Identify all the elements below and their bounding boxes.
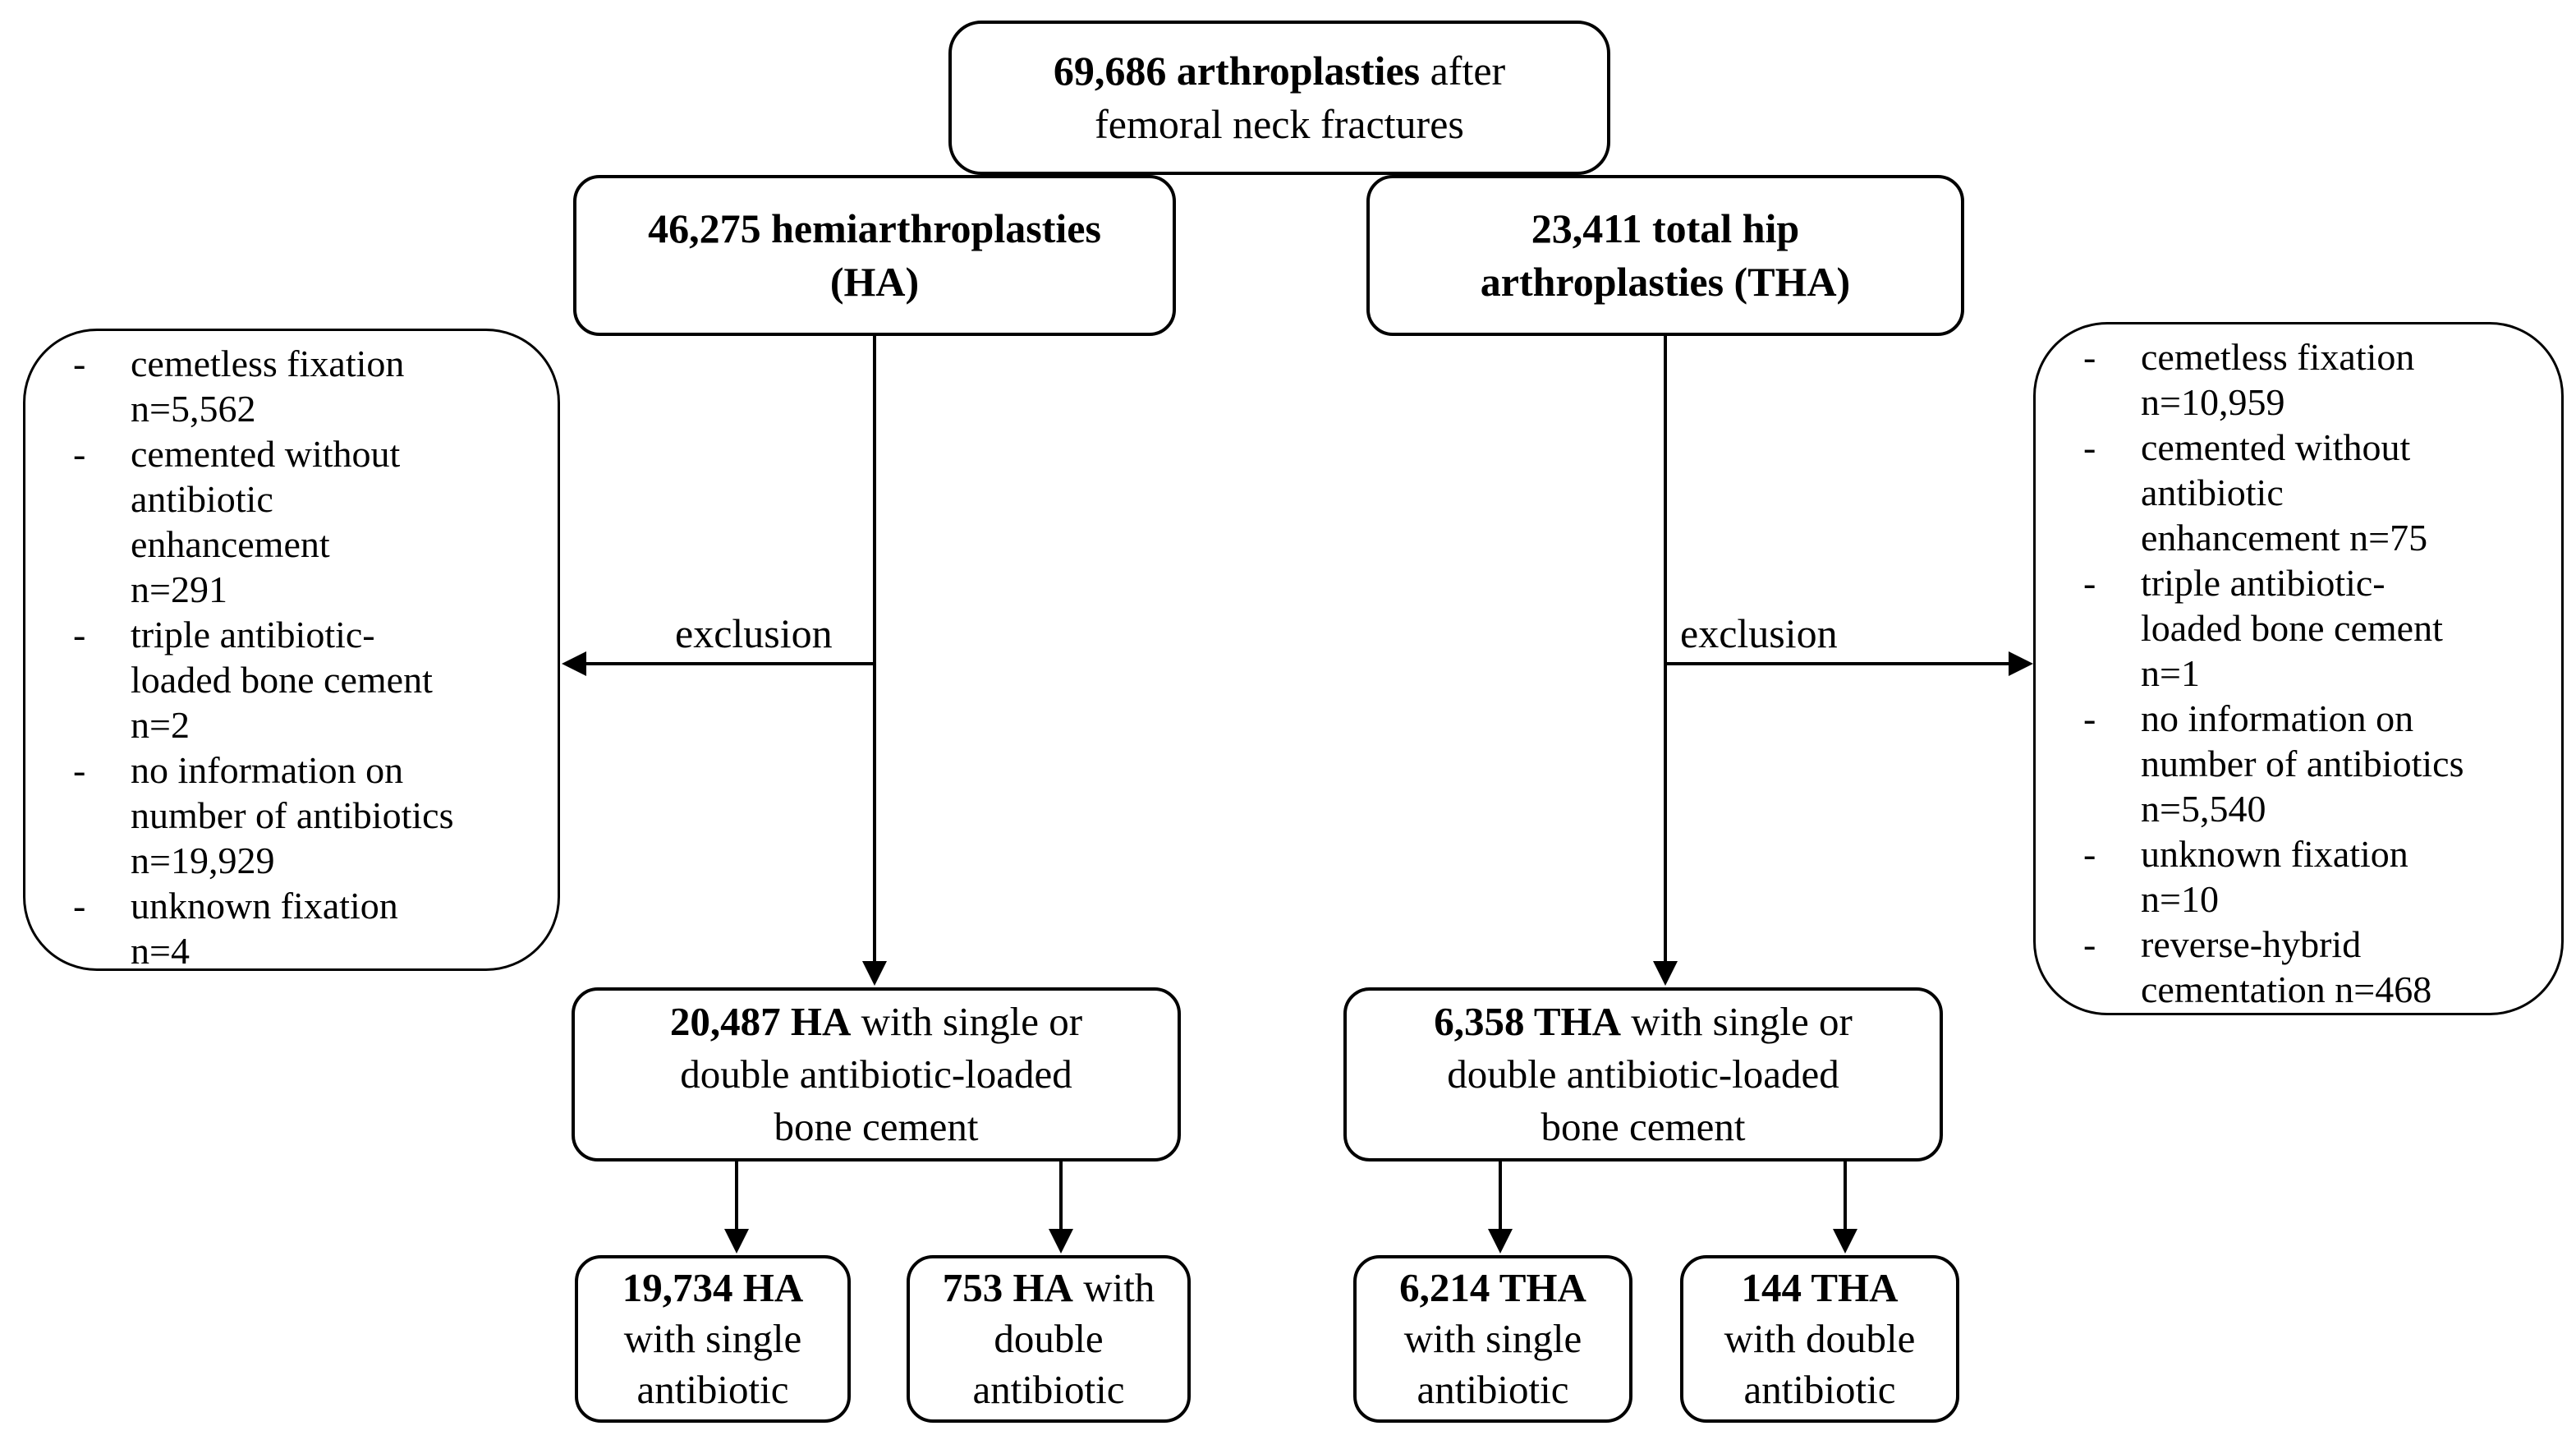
arrowhead-ha-exclusion	[562, 651, 586, 676]
dash-bullet: -	[73, 749, 86, 791]
dash-bullet: -	[2083, 923, 2096, 965]
exclusion-item-text: triple antibiotic- loaded bone cement n=…	[2141, 562, 2443, 694]
exclusion-item-text: unknown fixation n=4	[131, 885, 398, 972]
exclusion-label-tha: exclusion	[1680, 610, 1838, 656]
exclusion-item-text: no information on number of antibiotics …	[131, 749, 454, 881]
node-tha-double-antibiotic: 144 THA with double antibiotic	[1680, 1255, 1959, 1423]
connector-tha-single	[1499, 1162, 1502, 1232]
arrowhead-tha-double	[1833, 1229, 1857, 1254]
exclusion-item-text: triple antibiotic- loaded bone cement n=…	[131, 614, 433, 746]
node-line: antibiotic	[636, 1367, 789, 1412]
arrowhead-ha-single	[724, 1229, 749, 1254]
node-line: 6,358 THA with single or	[1434, 999, 1853, 1044]
exclusion-item-text: no information on number of antibiotics …	[2141, 697, 2464, 830]
dash-bullet: -	[2083, 833, 2096, 875]
node-line: 23,411 total hip	[1531, 205, 1800, 251]
exclusion-item: - no information on number of antibiotics…	[2083, 696, 2540, 831]
dash-bullet: -	[2083, 562, 2096, 604]
node-line: double	[994, 1316, 1104, 1361]
connector-ha-double	[1059, 1162, 1063, 1232]
exclusion-item-text: reverse-hybrid cementation n=468	[2141, 923, 2432, 1010]
dash-bullet: -	[73, 343, 86, 384]
node-line: arthroplasties (THA)	[1480, 259, 1851, 305]
exclusion-item-text: cemented without antibiotic enhancement …	[131, 433, 401, 610]
connector-ha-vertical	[873, 335, 876, 963]
connector-tha-vertical	[1664, 335, 1667, 963]
exclusion-list-ha: - cemetless fixation n=5,562 - cemented wi…	[25, 331, 558, 973]
arrowhead-ha-included	[862, 961, 887, 986]
node-line: bone cement	[1541, 1104, 1746, 1149]
exclusion-item: - unknown fixation n=4	[73, 883, 536, 973]
node-line: femoral neck fractures	[1095, 101, 1464, 147]
connector-tha-exclusion	[1665, 662, 2010, 665]
node-ha-single-antibiotic: 19,734 HA with single antibiotic	[575, 1255, 851, 1423]
node-line: with single	[623, 1316, 802, 1361]
node-line: 6,214 THA	[1399, 1265, 1586, 1310]
exclusion-item: - cemetless fixation n=5,562	[73, 341, 536, 431]
exclusion-item-text: cemetless fixation n=10,959	[2141, 336, 2415, 423]
exclusion-box-ha: - cemetless fixation n=5,562 - cemented wi…	[23, 329, 560, 973]
dash-bullet: -	[2083, 697, 2096, 739]
node-line: antibiotic	[1417, 1367, 1569, 1412]
exclusion-item: - no information on number of antibiotics…	[73, 748, 536, 883]
dash-bullet: -	[2083, 336, 2096, 378]
node-line: antibiotic	[1743, 1367, 1896, 1412]
node-tha-single-antibiotic: 6,214 THA with single antibiotic	[1353, 1255, 1632, 1423]
node-line: 144 THA	[1741, 1265, 1899, 1310]
arrowhead-tha-exclusion	[2009, 651, 2033, 676]
exclusion-item: - cemented without antibiotic enhancement…	[2083, 425, 2540, 560]
exclusion-item: - reverse-hybrid cementation n=468	[2083, 922, 2540, 1012]
dash-bullet: -	[73, 433, 86, 475]
node-line: 46,275 hemiarthroplasties	[648, 205, 1101, 251]
node-line: bone cement	[774, 1104, 979, 1149]
node-line: 19,734 HA	[622, 1265, 804, 1310]
arrowhead-tha-included	[1653, 961, 1678, 986]
node-line: (HA)	[829, 259, 920, 305]
node-line: with single	[1403, 1316, 1582, 1361]
exclusion-box-tha: - cemetless fixation n=10,959 - cemented w…	[2033, 322, 2564, 1015]
exclusion-item: - unknown fixation n=10	[2083, 831, 2540, 922]
node-ha-included: 20,487 HA with single or double antibiot…	[572, 987, 1181, 1162]
dash-bullet: -	[2083, 426, 2096, 468]
node-line: double antibiotic-loaded	[680, 1051, 1072, 1097]
node-ha-double-antibiotic: 753 HA with double antibiotic	[907, 1255, 1191, 1423]
connector-ha-exclusion	[583, 662, 875, 665]
dash-bullet: -	[73, 885, 86, 927]
exclusion-item: - triple antibiotic- loaded bone cement n…	[2083, 560, 2540, 696]
node-line: with double	[1724, 1316, 1916, 1361]
exclusion-item: - cemented without antibiotic enhancement…	[73, 431, 536, 612]
arrowhead-tha-single	[1488, 1229, 1513, 1254]
node-total-hip-arthroplasties: 23,411 total hip arthroplasties (THA)	[1366, 175, 1964, 336]
node-line: 69,686 arthroplasties after	[1053, 48, 1506, 94]
exclusion-item-text: cemetless fixation n=5,562	[131, 343, 405, 430]
node-total-arthroplasties: 69,686 arthroplasties after femoral neck…	[948, 21, 1610, 175]
exclusion-item-text: unknown fixation n=10	[2141, 833, 2408, 920]
dash-bullet: -	[73, 614, 86, 656]
exclusion-item: - triple antibiotic- loaded bone cement n…	[73, 612, 536, 748]
node-hemiarthroplasties: 46,275 hemiarthroplasties (HA)	[573, 175, 1176, 336]
exclusion-list-tha: - cemetless fixation n=10,959 - cemented w…	[2036, 324, 2561, 1012]
node-line: 753 HA with	[942, 1265, 1155, 1310]
node-tha-included: 6,358 THA with single or double antibiot…	[1343, 987, 1943, 1162]
node-line: double antibiotic-loaded	[1447, 1051, 1839, 1097]
exclusion-item-text: cemented without antibiotic enhancement …	[2141, 426, 2428, 559]
connector-ha-single	[735, 1162, 738, 1232]
node-line: 20,487 HA with single or	[669, 999, 1083, 1044]
exclusion-label-ha: exclusion	[675, 610, 833, 656]
connector-tha-double	[1844, 1162, 1847, 1232]
arrowhead-ha-double	[1049, 1229, 1073, 1254]
exclusion-item: - cemetless fixation n=10,959	[2083, 334, 2540, 425]
node-line: antibiotic	[972, 1367, 1125, 1412]
